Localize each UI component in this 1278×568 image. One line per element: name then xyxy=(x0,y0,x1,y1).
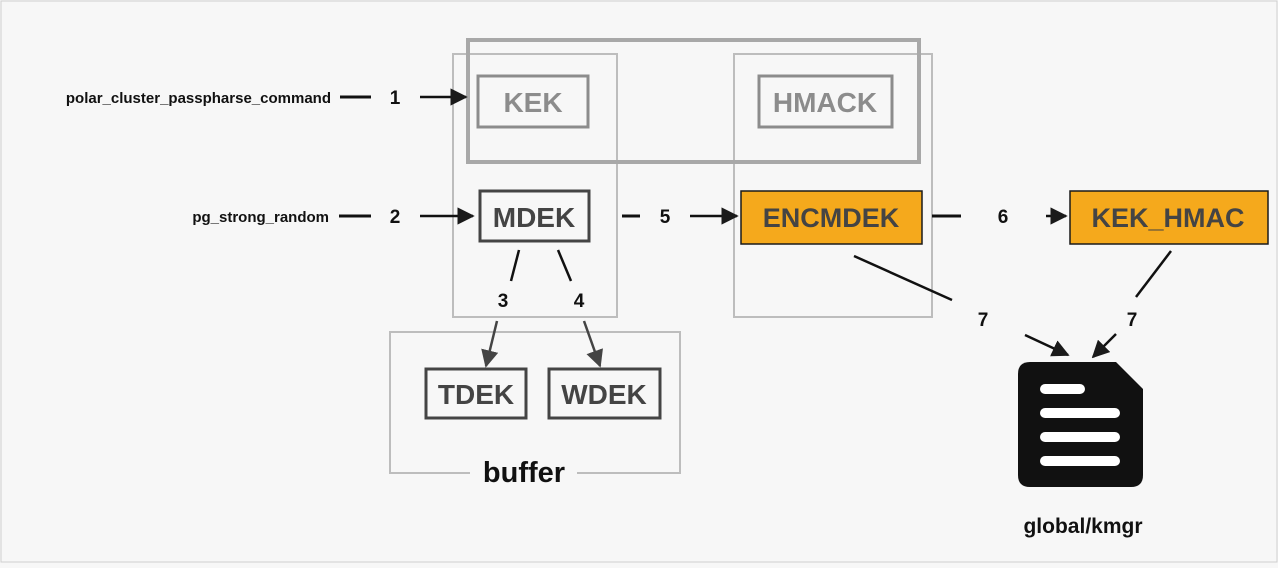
step7b-arrow xyxy=(1091,333,1117,359)
step5-label: 5 xyxy=(660,207,671,228)
step3-line xyxy=(509,249,521,282)
wdek-box xyxy=(547,367,662,420)
hmack-label: HMACK xyxy=(773,87,877,118)
kek-box xyxy=(476,74,590,129)
mdek-box xyxy=(478,189,591,243)
step4-label: 4 xyxy=(574,291,585,312)
mdek-label: MDEK xyxy=(493,202,575,233)
step2-label: 2 xyxy=(390,207,401,228)
tdek-label: TDEK xyxy=(438,379,514,410)
kek-label: KEK xyxy=(503,87,562,118)
step4-line xyxy=(556,249,573,282)
kek-hmac-box xyxy=(1069,190,1269,245)
encmdek-label: ENCMDEK xyxy=(763,203,900,233)
kek-hmac-label: KEK_HMAC xyxy=(1091,203,1244,233)
step7b-label: 7 xyxy=(1127,310,1138,331)
step3-arrow xyxy=(481,320,499,368)
buffer-label: buffer xyxy=(483,457,565,489)
step1-label: 1 xyxy=(390,88,401,109)
step7a-arrow xyxy=(1024,333,1070,357)
random-source-label: pg_strong_random xyxy=(192,209,329,226)
wdek-label: WDEK xyxy=(561,379,647,410)
passphrase-command-label: polar_cluster_passpharse_command xyxy=(66,90,331,107)
document-icon xyxy=(1018,362,1143,487)
step7a-label: 7 xyxy=(978,310,989,331)
kek-hmack-group xyxy=(466,38,921,164)
file-label: global/kmgr xyxy=(1023,515,1142,538)
buffer-group xyxy=(389,331,681,474)
left-key-group xyxy=(452,53,618,318)
step6-label: 6 xyxy=(998,207,1009,228)
right-key-group xyxy=(733,53,933,318)
tdek-box xyxy=(424,367,528,420)
step7b-line xyxy=(1135,250,1172,298)
encmdek-box xyxy=(740,190,923,245)
step7a-line xyxy=(853,254,953,302)
step4-arrow xyxy=(582,320,603,368)
step3-label: 3 xyxy=(498,291,509,312)
hmack-box xyxy=(757,74,894,129)
